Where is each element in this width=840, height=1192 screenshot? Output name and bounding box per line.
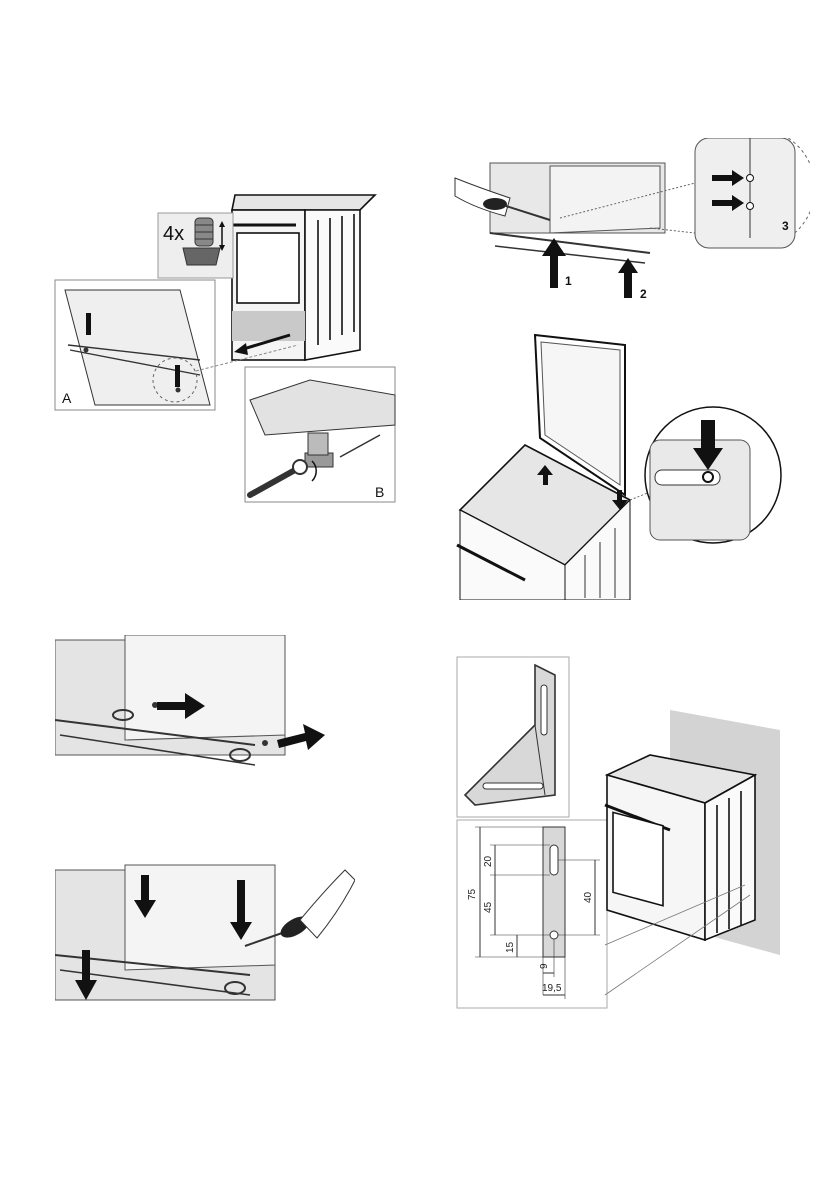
- cooker-illustration: [228, 195, 375, 360]
- label-b: B: [375, 484, 384, 500]
- detail-a: A: [55, 280, 215, 410]
- figure-lid-fitting: [455, 330, 825, 600]
- figure-anti-tilt-bracket: 75 20 45 15 40 9 19,5: [455, 655, 790, 1010]
- figure-rear-panel: 1 2 3: [450, 138, 810, 303]
- detail-b: B: [245, 367, 395, 502]
- detail-zoom-circle: 3: [695, 138, 810, 248]
- figure-levelling-feet: 4x A B: [50, 185, 400, 505]
- quantity-label: 4x: [163, 223, 184, 245]
- step-1-label: 1: [565, 274, 572, 288]
- step-2-label: 2: [640, 287, 647, 301]
- dimension-20: 20: [483, 855, 494, 867]
- figure-panel-slide: [55, 635, 345, 775]
- dimension-40: 40: [583, 891, 594, 903]
- dimension-15: 15: [505, 941, 516, 953]
- dimension-45: 45: [483, 901, 494, 913]
- figure-screws: [55, 860, 355, 1010]
- dimension-75: 75: [467, 888, 478, 900]
- label-a: A: [62, 390, 72, 406]
- step-3-label: 3: [782, 219, 789, 233]
- dimension-19-5: 19,5: [542, 983, 562, 994]
- cooker-illustration: [605, 755, 755, 940]
- lid-hinge-detail: [645, 407, 781, 543]
- dimension-9: 9: [539, 963, 550, 969]
